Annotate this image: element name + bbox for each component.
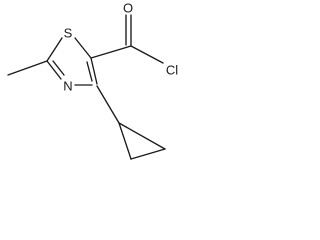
bond-c4-c5-double bbox=[86, 61, 93, 82]
atom-label-oxygen: O bbox=[123, 1, 133, 16]
chemical-structure-diagram: S N O Cl bbox=[7, 1, 178, 160]
bond-cyclopropyl-2 bbox=[130, 148, 166, 160]
bond-c5-carbonyl bbox=[90, 45, 132, 59]
bond-c2-methyl bbox=[7, 60, 48, 76]
bond-c4-cyclopropyl bbox=[96, 85, 120, 124]
bond-cyclopropyl-3 bbox=[118, 122, 166, 150]
atom-label-sulfur: S bbox=[64, 26, 73, 41]
bond-s-c5 bbox=[74, 37, 92, 59]
structure-canvas: S N O Cl bbox=[0, 0, 186, 178]
bond-s-c2 bbox=[46, 37, 63, 62]
bond-carbonyl-cl bbox=[130, 45, 164, 64]
bond-c2-n3 bbox=[46, 60, 62, 80]
atom-label-nitrogen: N bbox=[63, 79, 72, 94]
bond-cyclopropyl-1 bbox=[118, 122, 132, 160]
bond-c4-c5 bbox=[90, 57, 98, 85]
atom-label-chlorine: Cl bbox=[166, 63, 178, 78]
bond-c2-n3-double bbox=[52, 60, 65, 76]
